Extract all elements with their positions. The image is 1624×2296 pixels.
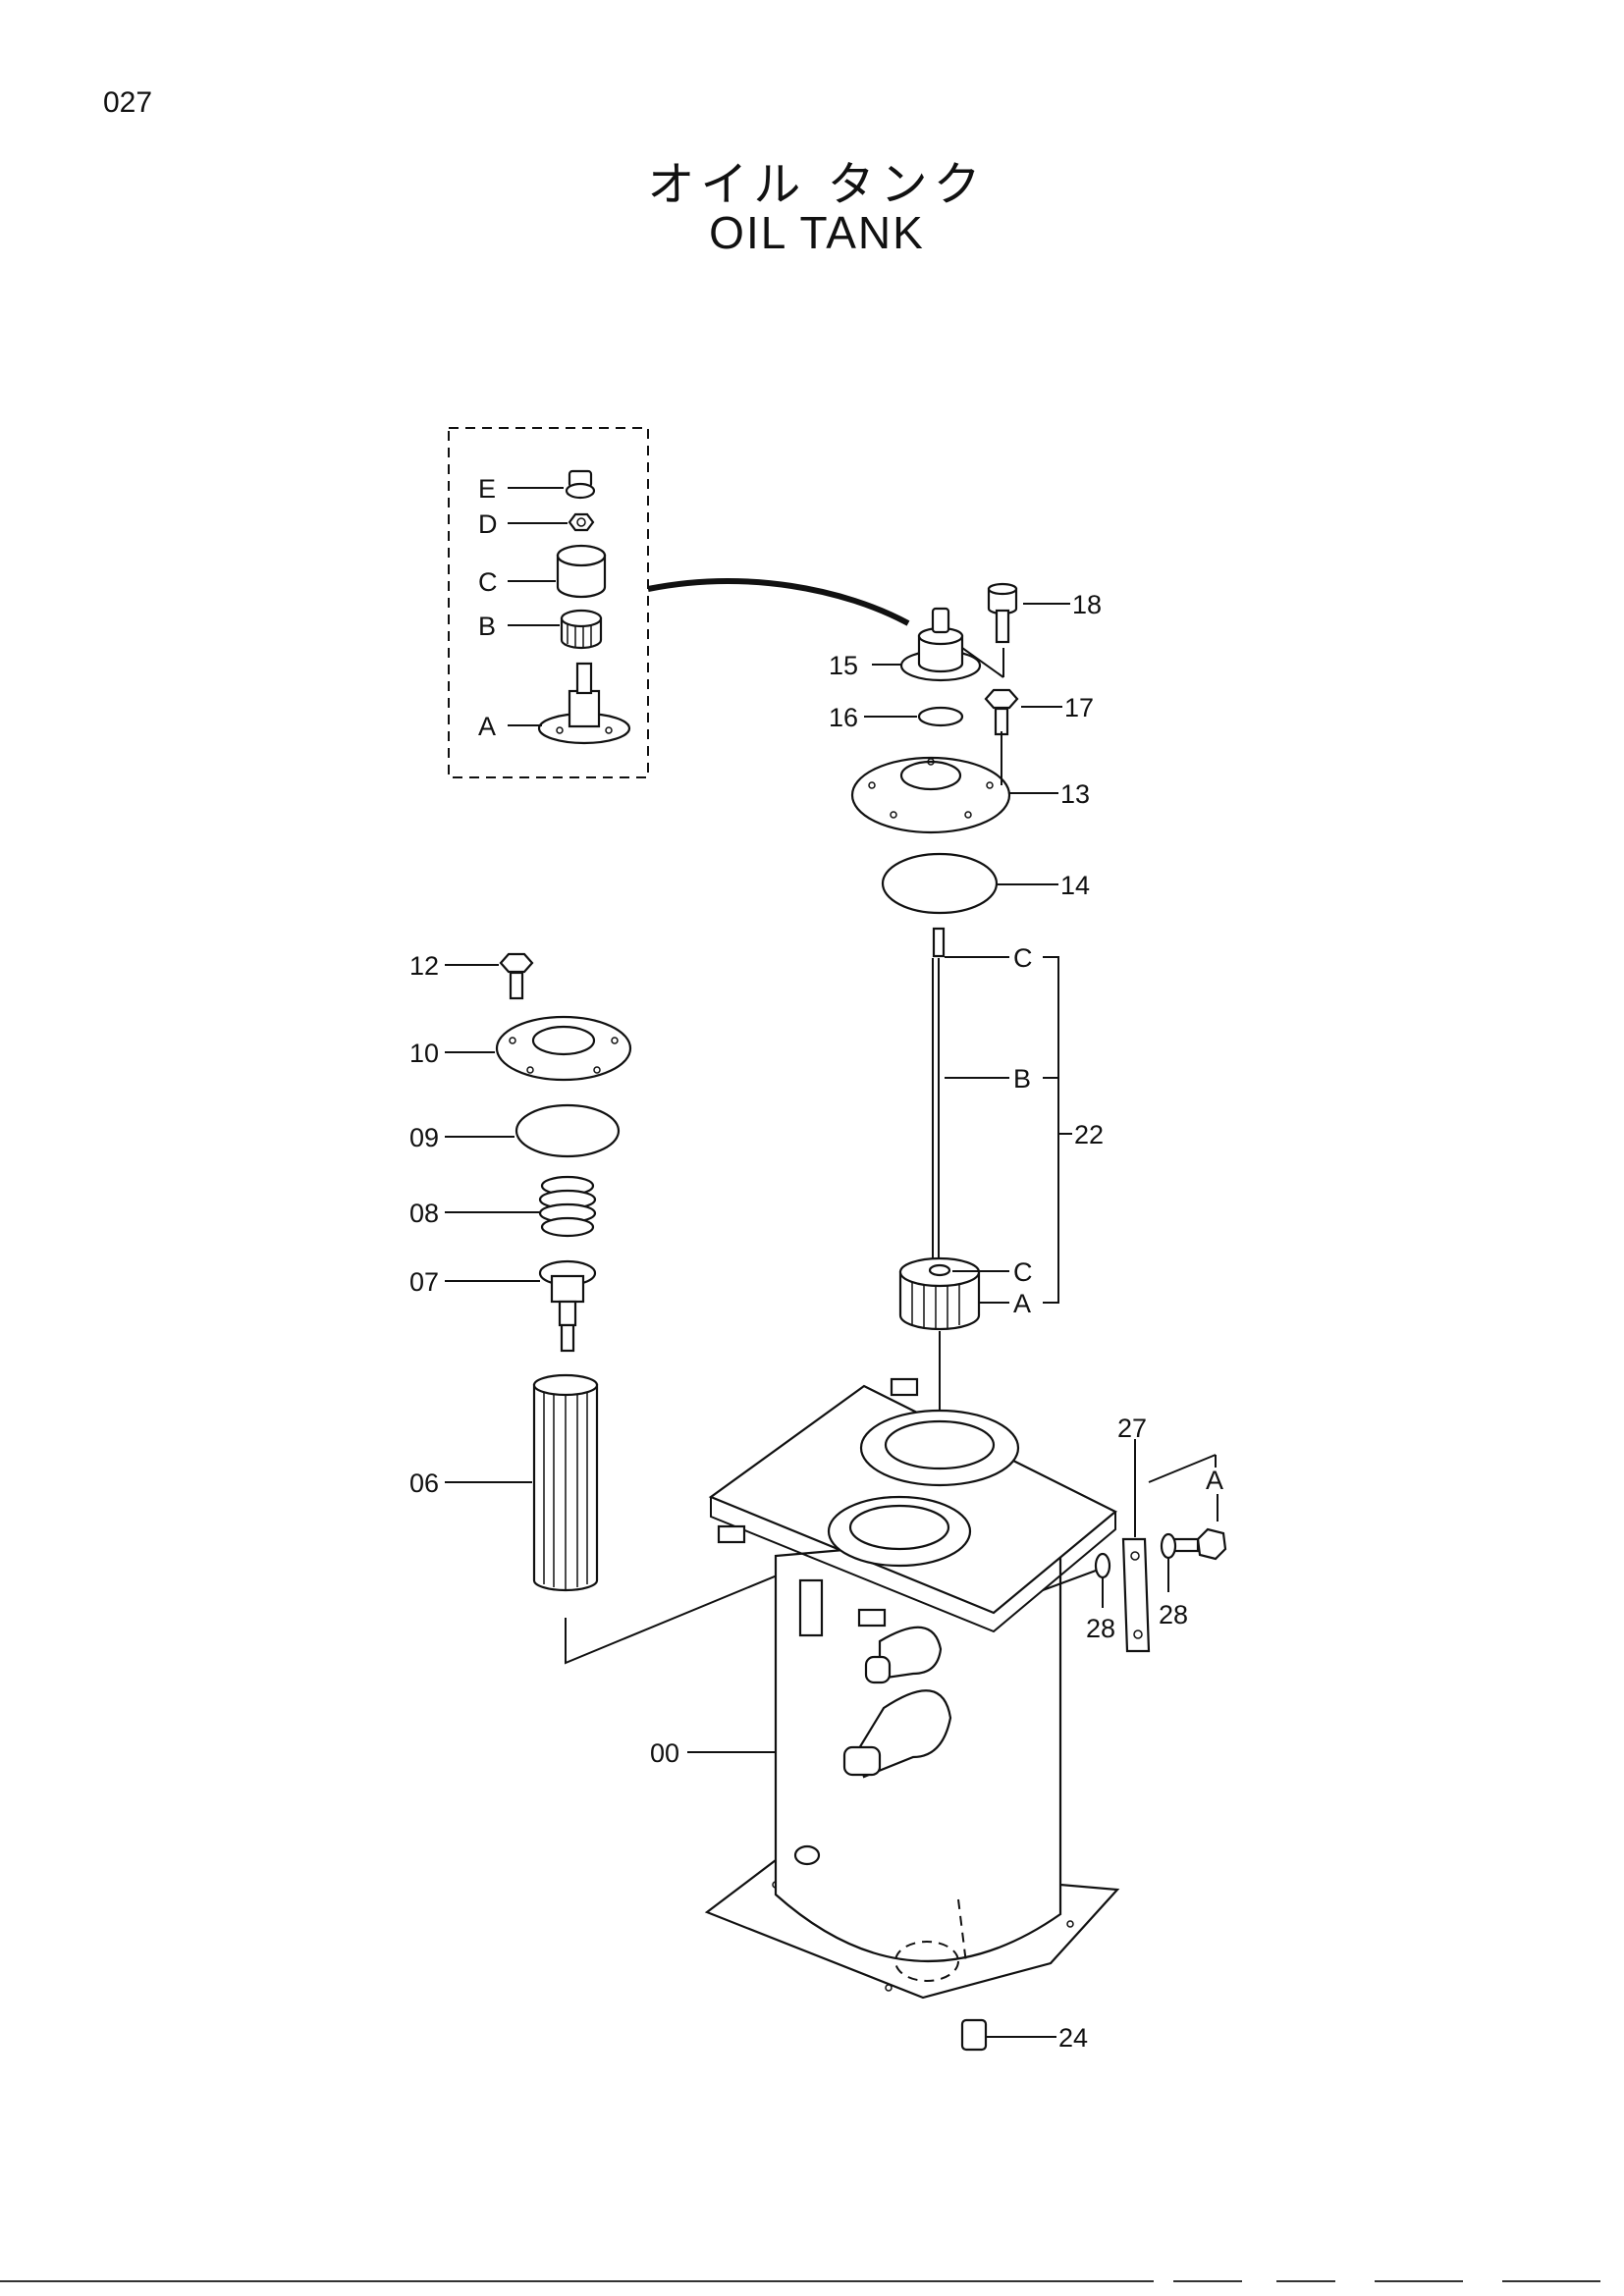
part-18-bolt: 18	[987, 582, 1102, 644]
callout-22-a: A	[1013, 1289, 1031, 1318]
bottom-rule-segment	[1173, 2280, 1242, 2282]
part-13-cover: 13	[850, 731, 1090, 834]
callout-22-b: B	[1013, 1064, 1031, 1094]
part-00-tank-body: 00	[650, 1377, 1120, 2000]
callout-12: 12	[409, 951, 439, 981]
part-17-bolt: 17	[984, 688, 1094, 736]
part-10-flange: 10	[409, 1015, 632, 1082]
inset-part-d	[568, 512, 595, 532]
part-28-washer-right: 28	[1159, 1532, 1188, 1629]
callout-27-a: A	[1206, 1466, 1223, 1495]
callout-06: 06	[409, 1468, 439, 1498]
callout-27: 27	[1117, 1414, 1147, 1443]
part-27-bracket: 27 A	[1117, 1414, 1223, 1653]
part-09-gasket: 09	[409, 1103, 621, 1158]
page-number: 027	[103, 86, 153, 119]
part-22-strainer-assembly: C B C A 22	[898, 927, 1104, 1443]
callout-22-c-top: C	[1013, 943, 1033, 973]
part-12-bolt: 12	[409, 951, 534, 1000]
callout-00: 00	[650, 1738, 679, 1768]
callout-18: 18	[1072, 590, 1102, 619]
callout-17: 17	[1064, 693, 1094, 722]
callout-09: 09	[409, 1123, 439, 1152]
callout-inset-c: C	[478, 567, 498, 597]
part-06-filter-element: 06	[409, 1373, 890, 1665]
part-24-drain-plug: 24	[960, 2018, 1088, 2053]
inset-part-b	[560, 609, 603, 650]
bottom-rule	[0, 2280, 1154, 2282]
callout-inset-a: A	[478, 712, 496, 741]
inset-part-c	[556, 544, 607, 599]
part-15-adaptor: 15	[829, 607, 1004, 682]
part-08-spring: 08	[409, 1175, 597, 1238]
callout-22: 22	[1074, 1120, 1104, 1149]
callout-22-c-bottom: C	[1013, 1257, 1033, 1287]
inset-part-a	[537, 662, 631, 745]
callout-inset-e: E	[478, 474, 496, 504]
callout-10: 10	[409, 1039, 439, 1068]
part-a-bolt	[1172, 1527, 1227, 1561]
title-english: OIL TANK	[709, 207, 925, 258]
part-14-gasket: 14	[881, 852, 1090, 915]
bottom-rule-segment	[1502, 2280, 1600, 2282]
callout-16: 16	[829, 703, 858, 732]
bottom-rule-segment	[1375, 2280, 1463, 2282]
bottom-rule-segment	[1276, 2280, 1335, 2282]
part-28-washer-left: 28	[1042, 1552, 1115, 1643]
part-07-valve: 07	[409, 1259, 597, 1353]
callout-inset-b: B	[478, 612, 496, 641]
callout-28-left: 28	[1086, 1614, 1115, 1643]
callout-07: 07	[409, 1267, 439, 1297]
callout-24: 24	[1058, 2023, 1088, 2053]
part-16-o-ring: 16	[829, 703, 964, 732]
title-japanese: オイル タンク	[647, 157, 987, 212]
callout-08: 08	[409, 1199, 439, 1228]
callout-inset-d: D	[478, 509, 498, 539]
callout-28-right: 28	[1159, 1600, 1188, 1629]
callout-13: 13	[1060, 779, 1090, 809]
callout-15: 15	[829, 651, 858, 680]
callout-14: 14	[1060, 871, 1090, 900]
inset-part-e	[565, 469, 596, 500]
inset-detail: E D C B A	[448, 427, 910, 778]
